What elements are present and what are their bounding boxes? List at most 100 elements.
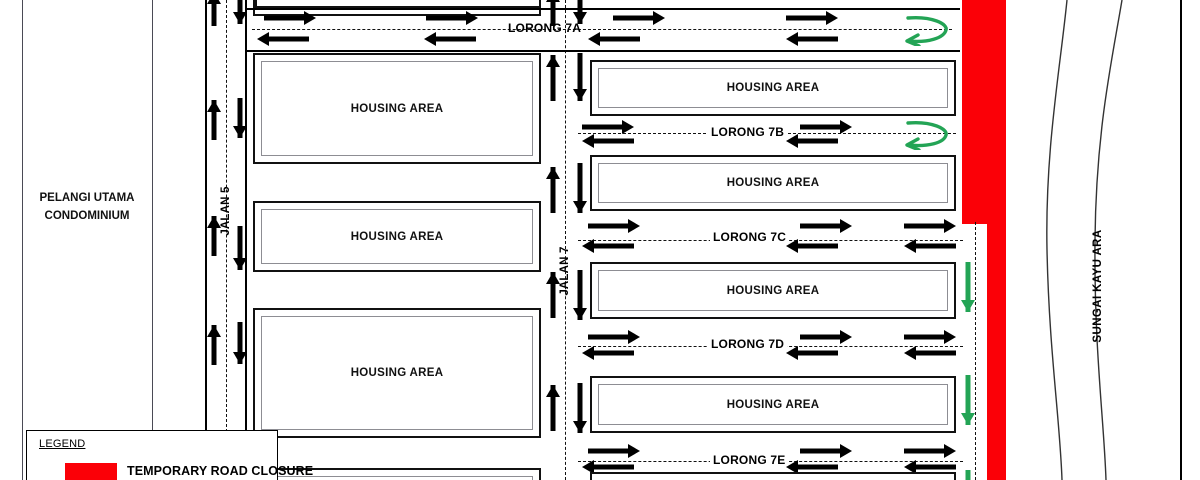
- housing-block-label: HOUSING AREA: [726, 82, 820, 94]
- lorong-7b-eastbound-arrow: [582, 119, 634, 134]
- lorong-7b-eastbound-arrow: [800, 119, 852, 134]
- jalan-7-up-arrow: [546, 0, 560, 26]
- lorong-7d-eastbound-arrow: [904, 329, 956, 345]
- jalan-7-down-arrow: [573, 0, 587, 24]
- lorong-7a-westbound-arrow: [588, 30, 640, 47]
- jalan-7-up-arrow: [546, 55, 560, 101]
- housing-block-label: HOUSING AREA: [726, 284, 820, 297]
- housing-block-inner: HOUSING AREA: [598, 270, 948, 311]
- housing-block-label: HOUSING AREA: [726, 398, 820, 411]
- lorong-7e-westbound-arrow: [904, 459, 956, 475]
- jalan-7-centerline: [565, 0, 566, 480]
- lorong-7a-north-kerb: [245, 8, 960, 10]
- jalan-7-up-arrow: [546, 167, 560, 213]
- housing-block-label: HOUSING AREA: [350, 102, 444, 115]
- lorong-7e-eastbound-arrow: [904, 443, 956, 459]
- lorong-7a-label: LORONG 7A: [508, 21, 582, 35]
- lorong-7a-south-kerb: [245, 50, 960, 52]
- jalan-5-west-kerb: [205, 0, 207, 432]
- housing-block-inner: HOUSING AREA: [598, 163, 948, 203]
- housing-block-inner: HOUSING AREA: [261, 316, 533, 430]
- condominium-label-line1: PELANGI UTAMA: [39, 192, 135, 204]
- diversion-lane-centerline: [975, 222, 976, 480]
- temporary-road-closure-strip-lower: [987, 224, 1006, 480]
- site-boundary-line-west: [22, 0, 23, 480]
- jalan-7-down-arrow: [573, 383, 587, 433]
- lorong-7e-eastbound-arrow: [588, 443, 640, 459]
- housing-block-west-top-partial: [255, 0, 541, 8]
- condominium-label-line2: CONDOMINIUM: [44, 209, 130, 222]
- lorong-7e-eastbound-arrow: [800, 443, 852, 459]
- lorong-7b-westbound-arrow: [582, 133, 634, 148]
- diversion-green-down-arrow: [961, 262, 975, 312]
- sungai-kayu-ara-river: [1046, 0, 1182, 480]
- jalan-7-label: JALAN 7: [559, 246, 571, 296]
- housing-block-west-2: HOUSING AREA: [253, 201, 541, 272]
- housing-block-east-5: [590, 472, 956, 480]
- diversion-green-down-arrow: [961, 375, 975, 425]
- housing-block-east-3: HOUSING AREA: [590, 262, 956, 319]
- lorong-7e-westbound-arrow: [582, 459, 634, 475]
- lorong-7b-label: LORONG 7B: [708, 125, 788, 139]
- legend-label-temporary-road-closure: TEMPORARY ROAD CLOSURE: [127, 464, 314, 478]
- jalan-5-down-arrow: [233, 322, 247, 364]
- jalan-7-up-arrow: [546, 385, 560, 431]
- housing-block-label: HOUSING AREA: [350, 230, 444, 243]
- housing-block-inner: HOUSING AREA: [598, 68, 948, 108]
- lorong-7e-westbound-arrow: [786, 459, 838, 475]
- jalan-5-down-arrow: [233, 0, 247, 24]
- jalan-7-down-arrow: [573, 53, 587, 101]
- lorong-7c-eastbound-arrow: [588, 218, 640, 234]
- lorong-7e-label: LORONG 7E: [710, 453, 789, 467]
- lorong-7a-uturn-arrow: [905, 15, 948, 46]
- lorong-7a-westbound-arrow: [257, 30, 309, 47]
- jalan-5-down-arrow: [233, 226, 247, 270]
- jalan-5-up-arrow: [207, 100, 221, 140]
- jalan-5-down-arrow: [233, 98, 247, 138]
- lorong-7a-eastbound-arrow: [786, 9, 838, 26]
- lorong-7d-eastbound-arrow: [588, 329, 640, 345]
- condominium-parcel-edge: [152, 0, 153, 432]
- jalan-7-up-arrow: [546, 272, 560, 318]
- housing-block-inner: HOUSING AREA: [261, 209, 533, 264]
- lorong-7a-eastbound-arrow: [264, 9, 316, 26]
- diversion-green-down-arrow: [961, 470, 975, 480]
- legend-swatch-temporary-road-closure: [65, 463, 117, 480]
- jalan-5-label: JALAN 5: [220, 186, 232, 236]
- jalan-7-down-arrow: [573, 163, 587, 213]
- jalan-7-down-arrow: [573, 270, 587, 320]
- housing-block-label: HOUSING AREA: [350, 367, 444, 379]
- lorong-7c-eastbound-arrow: [904, 218, 956, 234]
- legend-box: LEGEND TEMPORARY ROAD CLOSURE: [26, 430, 313, 480]
- lorong-7d-label: LORONG 7D: [708, 337, 788, 351]
- lorong-7a-eastbound-arrow: [613, 9, 665, 26]
- housing-block-east-1: HOUSING AREA: [590, 60, 956, 116]
- lorong-7c-westbound-arrow: [904, 238, 956, 254]
- lorong-7c-label: LORONG 7C: [710, 230, 790, 244]
- housing-block-inner: HOUSING AREA: [598, 384, 948, 425]
- condominium-label: PELANGI UTAMA CONDOMINIUM: [22, 190, 152, 226]
- lorong-7a-westbound-arrow: [424, 30, 476, 47]
- lorong-7d-eastbound-arrow: [800, 329, 852, 345]
- lorong-7a-centerline: [252, 29, 952, 30]
- lorong-7c-eastbound-arrow: [800, 218, 852, 234]
- housing-block-inner: HOUSING AREA: [261, 61, 533, 156]
- housing-block-east-2: HOUSING AREA: [590, 155, 956, 211]
- lorong-7d-westbound-arrow: [786, 345, 838, 361]
- jalan-5-centerline: [226, 0, 227, 432]
- lorong-7b-westbound-arrow: [786, 133, 838, 148]
- housing-block-west-3: HOUSING AREA: [253, 308, 541, 438]
- housing-block-west-1: HOUSING AREA: [253, 53, 541, 164]
- lorong-7c-westbound-arrow: [582, 238, 634, 254]
- lorong-7b-uturn-arrow: [905, 120, 948, 150]
- temporary-road-closure-strip-upper: [962, 0, 1006, 224]
- lorong-7d-westbound-arrow: [582, 345, 634, 361]
- lorong-7a-eastbound-arrow: [426, 9, 478, 26]
- jalan-5-up-arrow: [207, 0, 221, 26]
- housing-block-label: HOUSING AREA: [726, 177, 820, 189]
- lorong-7a-westbound-arrow: [786, 30, 838, 47]
- lorong-7c-westbound-arrow: [786, 238, 838, 254]
- housing-block-east-4: HOUSING AREA: [590, 376, 956, 433]
- jalan-5-up-arrow: [207, 325, 221, 365]
